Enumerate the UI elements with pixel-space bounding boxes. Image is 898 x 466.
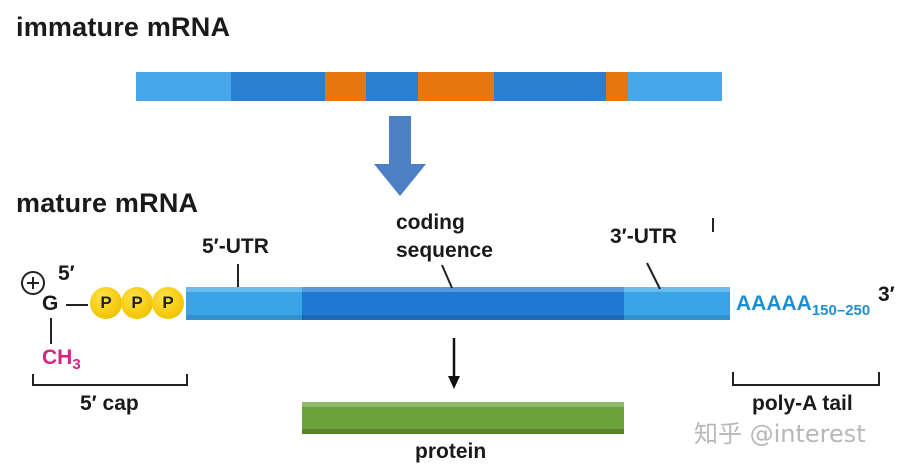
translation-arrow-icon bbox=[448, 338, 460, 389]
methyl-text: CH bbox=[42, 346, 73, 369]
guanine-label: G bbox=[42, 292, 59, 315]
circled-plus-icon bbox=[21, 271, 45, 295]
g-methyl-bond bbox=[50, 318, 52, 344]
methyl-group-label: CH3 bbox=[42, 346, 81, 373]
phosphate-1: P bbox=[90, 287, 122, 319]
polya-subscript: 150–250 bbox=[811, 302, 871, 320]
g-p-bond bbox=[66, 304, 88, 306]
processing-arrow-icon bbox=[374, 116, 426, 196]
mature-mrna-title: mature mRNA bbox=[16, 188, 199, 218]
polya-text: AAAAA bbox=[736, 292, 812, 315]
cap-bracket-left bbox=[32, 374, 34, 386]
utr-segment bbox=[136, 72, 231, 101]
end-tick bbox=[712, 218, 714, 232]
polya-bracket-right bbox=[878, 372, 880, 386]
polya-bracket bbox=[732, 384, 880, 386]
immature-mrna-title: immature mRNA bbox=[16, 12, 231, 42]
protein-label: protein bbox=[415, 440, 487, 463]
exon-segment bbox=[231, 72, 325, 101]
utr3-label: 3′-UTR bbox=[610, 225, 677, 248]
cap-bracket-right bbox=[186, 374, 188, 386]
mature-mrna-bar bbox=[186, 287, 730, 320]
protein-shadow bbox=[302, 429, 624, 434]
phosphate-2: P bbox=[121, 287, 153, 319]
intron-segment bbox=[606, 72, 628, 101]
cap-five-prime-label: 5′ bbox=[58, 262, 75, 285]
utr3-pointer bbox=[646, 262, 661, 290]
three-prime-label: 3′ bbox=[878, 283, 895, 306]
phosphate-3: P bbox=[152, 287, 184, 319]
watermark: 知乎 @interest bbox=[694, 420, 866, 448]
bar-highlight bbox=[186, 287, 730, 292]
utr5-pointer bbox=[237, 264, 239, 287]
coding-pointer bbox=[441, 264, 453, 289]
coding-label-line2: sequence bbox=[396, 239, 493, 262]
intron-segment bbox=[325, 72, 366, 101]
utr5-label: 5′-UTR bbox=[202, 235, 269, 258]
bar-shadow bbox=[186, 315, 730, 320]
intron-segment bbox=[418, 72, 494, 101]
methyl-subscript: 3 bbox=[72, 356, 81, 374]
polya-label: poly-A tail bbox=[752, 392, 853, 415]
cap-bracket bbox=[32, 384, 188, 386]
coding-label-line1: coding bbox=[396, 211, 465, 234]
utr3-segment bbox=[624, 287, 730, 320]
utr5-segment bbox=[186, 287, 302, 320]
polya-sequence: AAAAA150–250 bbox=[736, 292, 870, 319]
polya-bracket-left bbox=[732, 372, 734, 386]
cap-label: 5′ cap bbox=[80, 392, 139, 415]
coding-segment bbox=[302, 287, 624, 320]
immature-mrna-bar bbox=[136, 72, 722, 101]
utr-segment bbox=[628, 72, 722, 101]
exon-segment bbox=[494, 72, 606, 101]
protein-highlight bbox=[302, 402, 624, 407]
exon-segment bbox=[366, 72, 418, 101]
protein-bar bbox=[302, 402, 624, 434]
